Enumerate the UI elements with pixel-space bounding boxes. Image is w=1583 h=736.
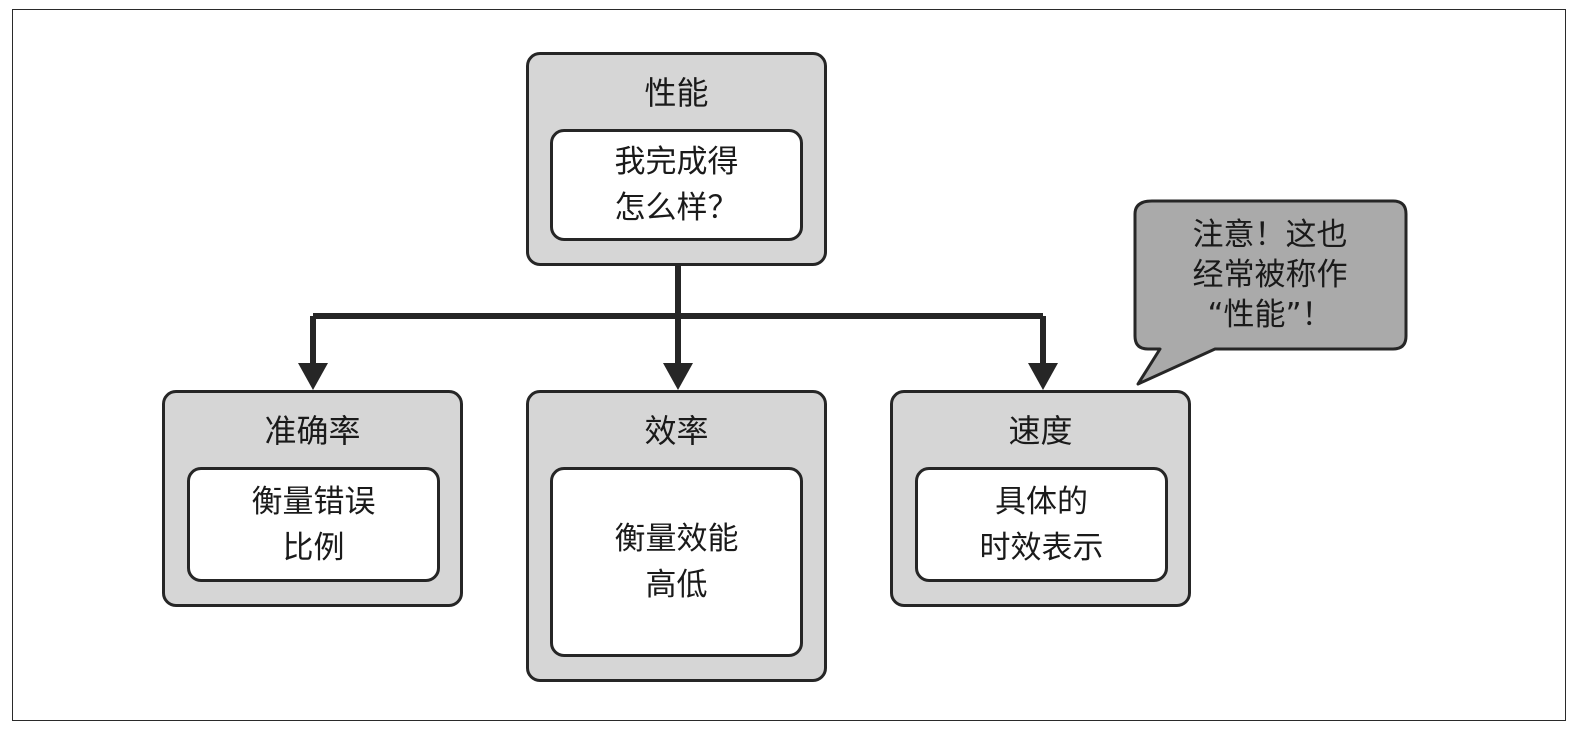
- child-node-efficiency-box: 衡量效能 高低: [550, 467, 803, 657]
- child-node-accuracy-desc: 衡量错误 比例: [252, 479, 376, 571]
- diagram-frame: [12, 9, 1566, 721]
- callout-line-2: 经常被称作: [1192, 257, 1348, 293]
- callout-line-1: 注意！这也: [1192, 217, 1348, 253]
- efficiency-line-2: 高低: [645, 567, 708, 603]
- accuracy-line-1: 衡量错误: [251, 483, 376, 520]
- child-node-speed-desc: 具体的 时效表示: [980, 479, 1104, 571]
- root-node-question: 我完成得 怎么样？: [615, 139, 739, 231]
- child-node-speed-box: 具体的 时效表示: [915, 467, 1168, 582]
- child-node-efficiency-title: 效率: [644, 412, 709, 450]
- speed-line-2: 时效表示: [979, 529, 1104, 566]
- child-node-efficiency: 效率 衡量效能 高低: [526, 390, 827, 682]
- child-node-efficiency-desc: 衡量效能 高低: [615, 516, 739, 608]
- root-node-performance: 性能 我完成得 怎么样？: [526, 52, 827, 266]
- root-node-question-box: 我完成得 怎么样？: [550, 129, 803, 241]
- callout-note: 注意！这也 经常被称作 “性能”！: [1150, 215, 1390, 335]
- accuracy-line-2: 比例: [282, 529, 345, 566]
- efficiency-line-1: 衡量效能: [614, 521, 739, 557]
- root-question-line-1: 我完成得: [614, 144, 739, 180]
- arrowhead-right: [1028, 363, 1058, 390]
- root-question-line-2: 怎么样？: [614, 190, 739, 226]
- speed-line-1: 具体的: [995, 483, 1088, 520]
- arrowhead-middle: [663, 363, 693, 390]
- child-node-accuracy-title: 准确率: [264, 412, 361, 450]
- callout-bubble: [1133, 199, 1408, 386]
- callout-line-3: “性能”！: [1207, 297, 1333, 333]
- arrowhead-left: [298, 363, 328, 390]
- child-node-speed-title: 速度: [1008, 412, 1073, 450]
- child-node-accuracy: 准确率 衡量错误 比例: [162, 390, 463, 607]
- root-node-title: 性能: [644, 74, 709, 112]
- child-node-speed: 速度 具体的 时效表示: [890, 390, 1191, 607]
- child-node-accuracy-box: 衡量错误 比例: [187, 467, 440, 582]
